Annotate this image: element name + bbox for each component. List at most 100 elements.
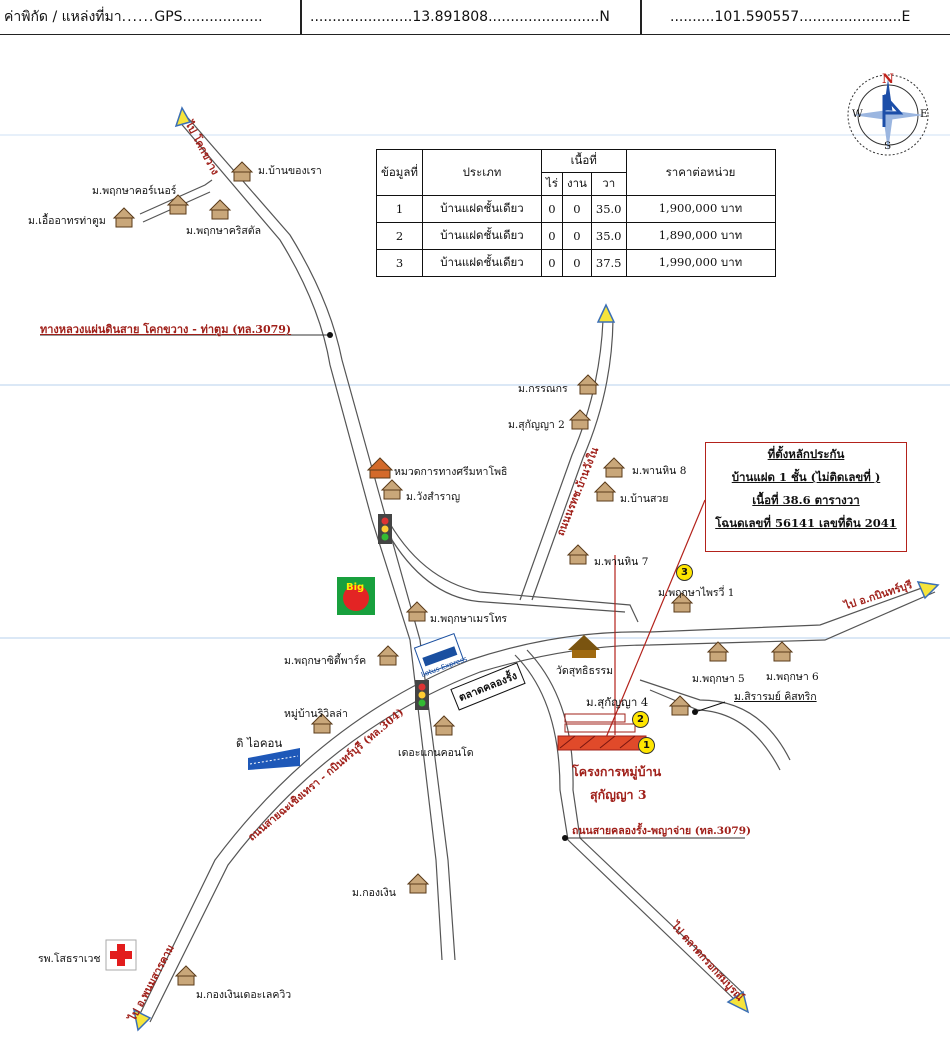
north-unit: N xyxy=(599,9,610,25)
row-wa: 35.0 xyxy=(590,222,627,250)
label-pruksa-crystal: ม.พฤกษาคริสตัล xyxy=(186,225,262,237)
col-rai: ไร่ xyxy=(540,172,563,196)
collateral-line1: บ้านแฝด 1 ชั้น (ไม่ติดเลขที่ ) xyxy=(731,470,881,484)
house-icon xyxy=(380,479,404,500)
roads xyxy=(40,117,936,1023)
label-hospital: รพ.โสธราเวช xyxy=(38,953,101,965)
label-kannakorn: ม.กรรณกร xyxy=(518,383,568,395)
house-icon xyxy=(406,873,430,894)
label-project-sub: สุกัญญา 3 xyxy=(590,787,647,802)
house-icon xyxy=(670,592,694,613)
row-no: 2 xyxy=(376,222,423,250)
label-pruksa-court: ม.พฤกษาคอร์เนอร์ xyxy=(92,185,177,197)
collateral-box: ที่ตั้งหลักประกัน บ้านแฝด 1 ชั้น (ไม่ติด… xyxy=(705,442,907,552)
col-type: ประเภท xyxy=(421,149,542,196)
label-the-icon-condo: เดอะแกนคอนโด xyxy=(398,747,474,759)
row-ngan: 0 xyxy=(561,222,592,250)
house-icon xyxy=(208,199,232,220)
col-wa: วา xyxy=(590,172,627,196)
house-icon xyxy=(310,713,334,734)
compass-w: W xyxy=(852,108,863,120)
house-icon xyxy=(668,695,692,716)
east-unit: E xyxy=(901,9,911,25)
row-price: 1,990,000 บาท xyxy=(625,249,776,277)
label-project-name: โครงการหมู่บ้าน xyxy=(572,764,662,779)
label-highway-3079: ทางหลวงแผ่นดินสาย โคกขวาง - ท่าตูม (ทล.3… xyxy=(40,323,292,336)
row-type: บ้านแฝดชั้นเดียว xyxy=(421,195,542,223)
direction-arrows xyxy=(132,106,940,1032)
label-highways-office: หมวดการทางศรีมหาโพธิ xyxy=(394,466,508,478)
label-road-3079b: ถนนสายคลองรั้ง-พญาจ่าย (ทล.3079) xyxy=(572,825,751,837)
hospital-icon xyxy=(105,939,137,971)
arrow-south-icon xyxy=(726,990,750,1014)
coord-source: GPS xyxy=(154,9,183,25)
label-sukanya2: ม.สุกัญญา 2 xyxy=(508,419,565,431)
label-ban-suay: ม.บ้านสวย xyxy=(620,493,669,505)
label-pruksa-mason: ม.พฤกษาเมรโทร xyxy=(430,613,508,625)
house-icon xyxy=(405,601,429,622)
col-area: เนื้อที่ xyxy=(540,149,627,173)
arrow-north-icon xyxy=(596,303,616,323)
east-value: 101.590557 xyxy=(714,9,800,25)
compass-n: N xyxy=(882,72,894,87)
row-type: บ้านแฝดชั้นเดียว xyxy=(421,249,542,277)
label-the-icon: ดิ ไอคอน xyxy=(236,736,283,750)
row-wa: 35.0 xyxy=(590,195,627,223)
row-ngan: 0 xyxy=(561,195,592,223)
table-row: 3 บ้านแฝดชั้นเดียว 0 0 37.5 1,990,000 บา… xyxy=(376,249,776,277)
coord-label: ค่าพิกัด / แหล่งที่มา xyxy=(4,9,122,25)
label-siriman: ม.สิรารมย์ คิสทริก xyxy=(734,691,817,703)
label-pruksa-city-park: ม.พฤกษาซิตี้พาร์ค xyxy=(284,655,367,667)
compass-e: E xyxy=(920,108,928,120)
row-price: 1,890,000 บาท xyxy=(625,222,776,250)
compass-s: S xyxy=(884,140,892,152)
row-ngan: 0 xyxy=(561,249,592,277)
bigc-logo-icon: Big xyxy=(337,577,375,615)
header-divider xyxy=(300,0,302,34)
row-price: 1,900,000 บาท xyxy=(625,195,776,223)
traffic-light-icon xyxy=(415,680,429,710)
label-kong-ngoen-lake: ม.กองเงินเดอะเลควิว xyxy=(196,989,292,1001)
label-ua-athorn: ม.เอื้ออาทรท่าตูม xyxy=(28,215,106,227)
label-sukanya4: ม.สุกัญญา 4 xyxy=(586,695,649,709)
mall-icon xyxy=(248,748,300,770)
traffic-light-icon xyxy=(378,514,392,544)
label-pruksa6: ม.พฤกษา 6 xyxy=(766,671,819,683)
label-phanhin8: ม.พานหิน 8 xyxy=(632,465,687,477)
marker-1: 1 xyxy=(638,737,655,754)
row-rai: 0 xyxy=(540,249,563,277)
label-wat: วัดสุทธิธรรม xyxy=(556,665,614,677)
house-icon xyxy=(376,645,400,666)
building-icon xyxy=(366,457,394,479)
house-icon xyxy=(230,161,254,182)
label-wang-saran: ม.วังสำราญ xyxy=(406,491,461,503)
lotus-logo-icon xyxy=(413,633,465,675)
arrow-east-icon xyxy=(916,581,940,600)
house-icon xyxy=(166,194,190,215)
label-ban-khong-rao: ม.บ้านของเรา xyxy=(258,165,322,177)
label-riverville: หมู่บ้านริวิลล่า xyxy=(284,708,348,720)
coordinate-header: ค่าพิกัด / แหล่งที่มา......GPS..........… xyxy=(0,0,950,35)
north-value: 13.891808 xyxy=(412,9,489,25)
house-icon xyxy=(432,715,456,736)
house-icon xyxy=(112,207,136,228)
house-icon xyxy=(706,641,730,662)
house-icon xyxy=(593,481,617,502)
house-icon xyxy=(770,641,794,662)
col-ngan: งาน xyxy=(561,172,592,196)
temple-icon xyxy=(568,635,600,658)
house-icon xyxy=(174,965,198,986)
collateral-line3: โฉนดเลขที่ 56141 เลขที่ดิน 2041 xyxy=(715,516,897,530)
arrow-south-icon xyxy=(132,1008,152,1032)
label-pruksa-phrai1: ม.พฤกษาไพรวี่ 1 xyxy=(658,587,735,599)
marker-3: 3 xyxy=(676,564,693,581)
compass-icon xyxy=(847,74,929,156)
label-phanhin7: ม.พานหิน 7 xyxy=(594,556,649,568)
arrow-north-icon xyxy=(174,106,192,128)
label-pruksa5: ม.พฤกษา 5 xyxy=(692,673,745,685)
house-icon xyxy=(576,374,600,395)
header-divider xyxy=(640,0,642,34)
col-price: ราคาต่อหน่วย xyxy=(625,149,776,196)
svg-text:Big: Big xyxy=(346,582,364,593)
